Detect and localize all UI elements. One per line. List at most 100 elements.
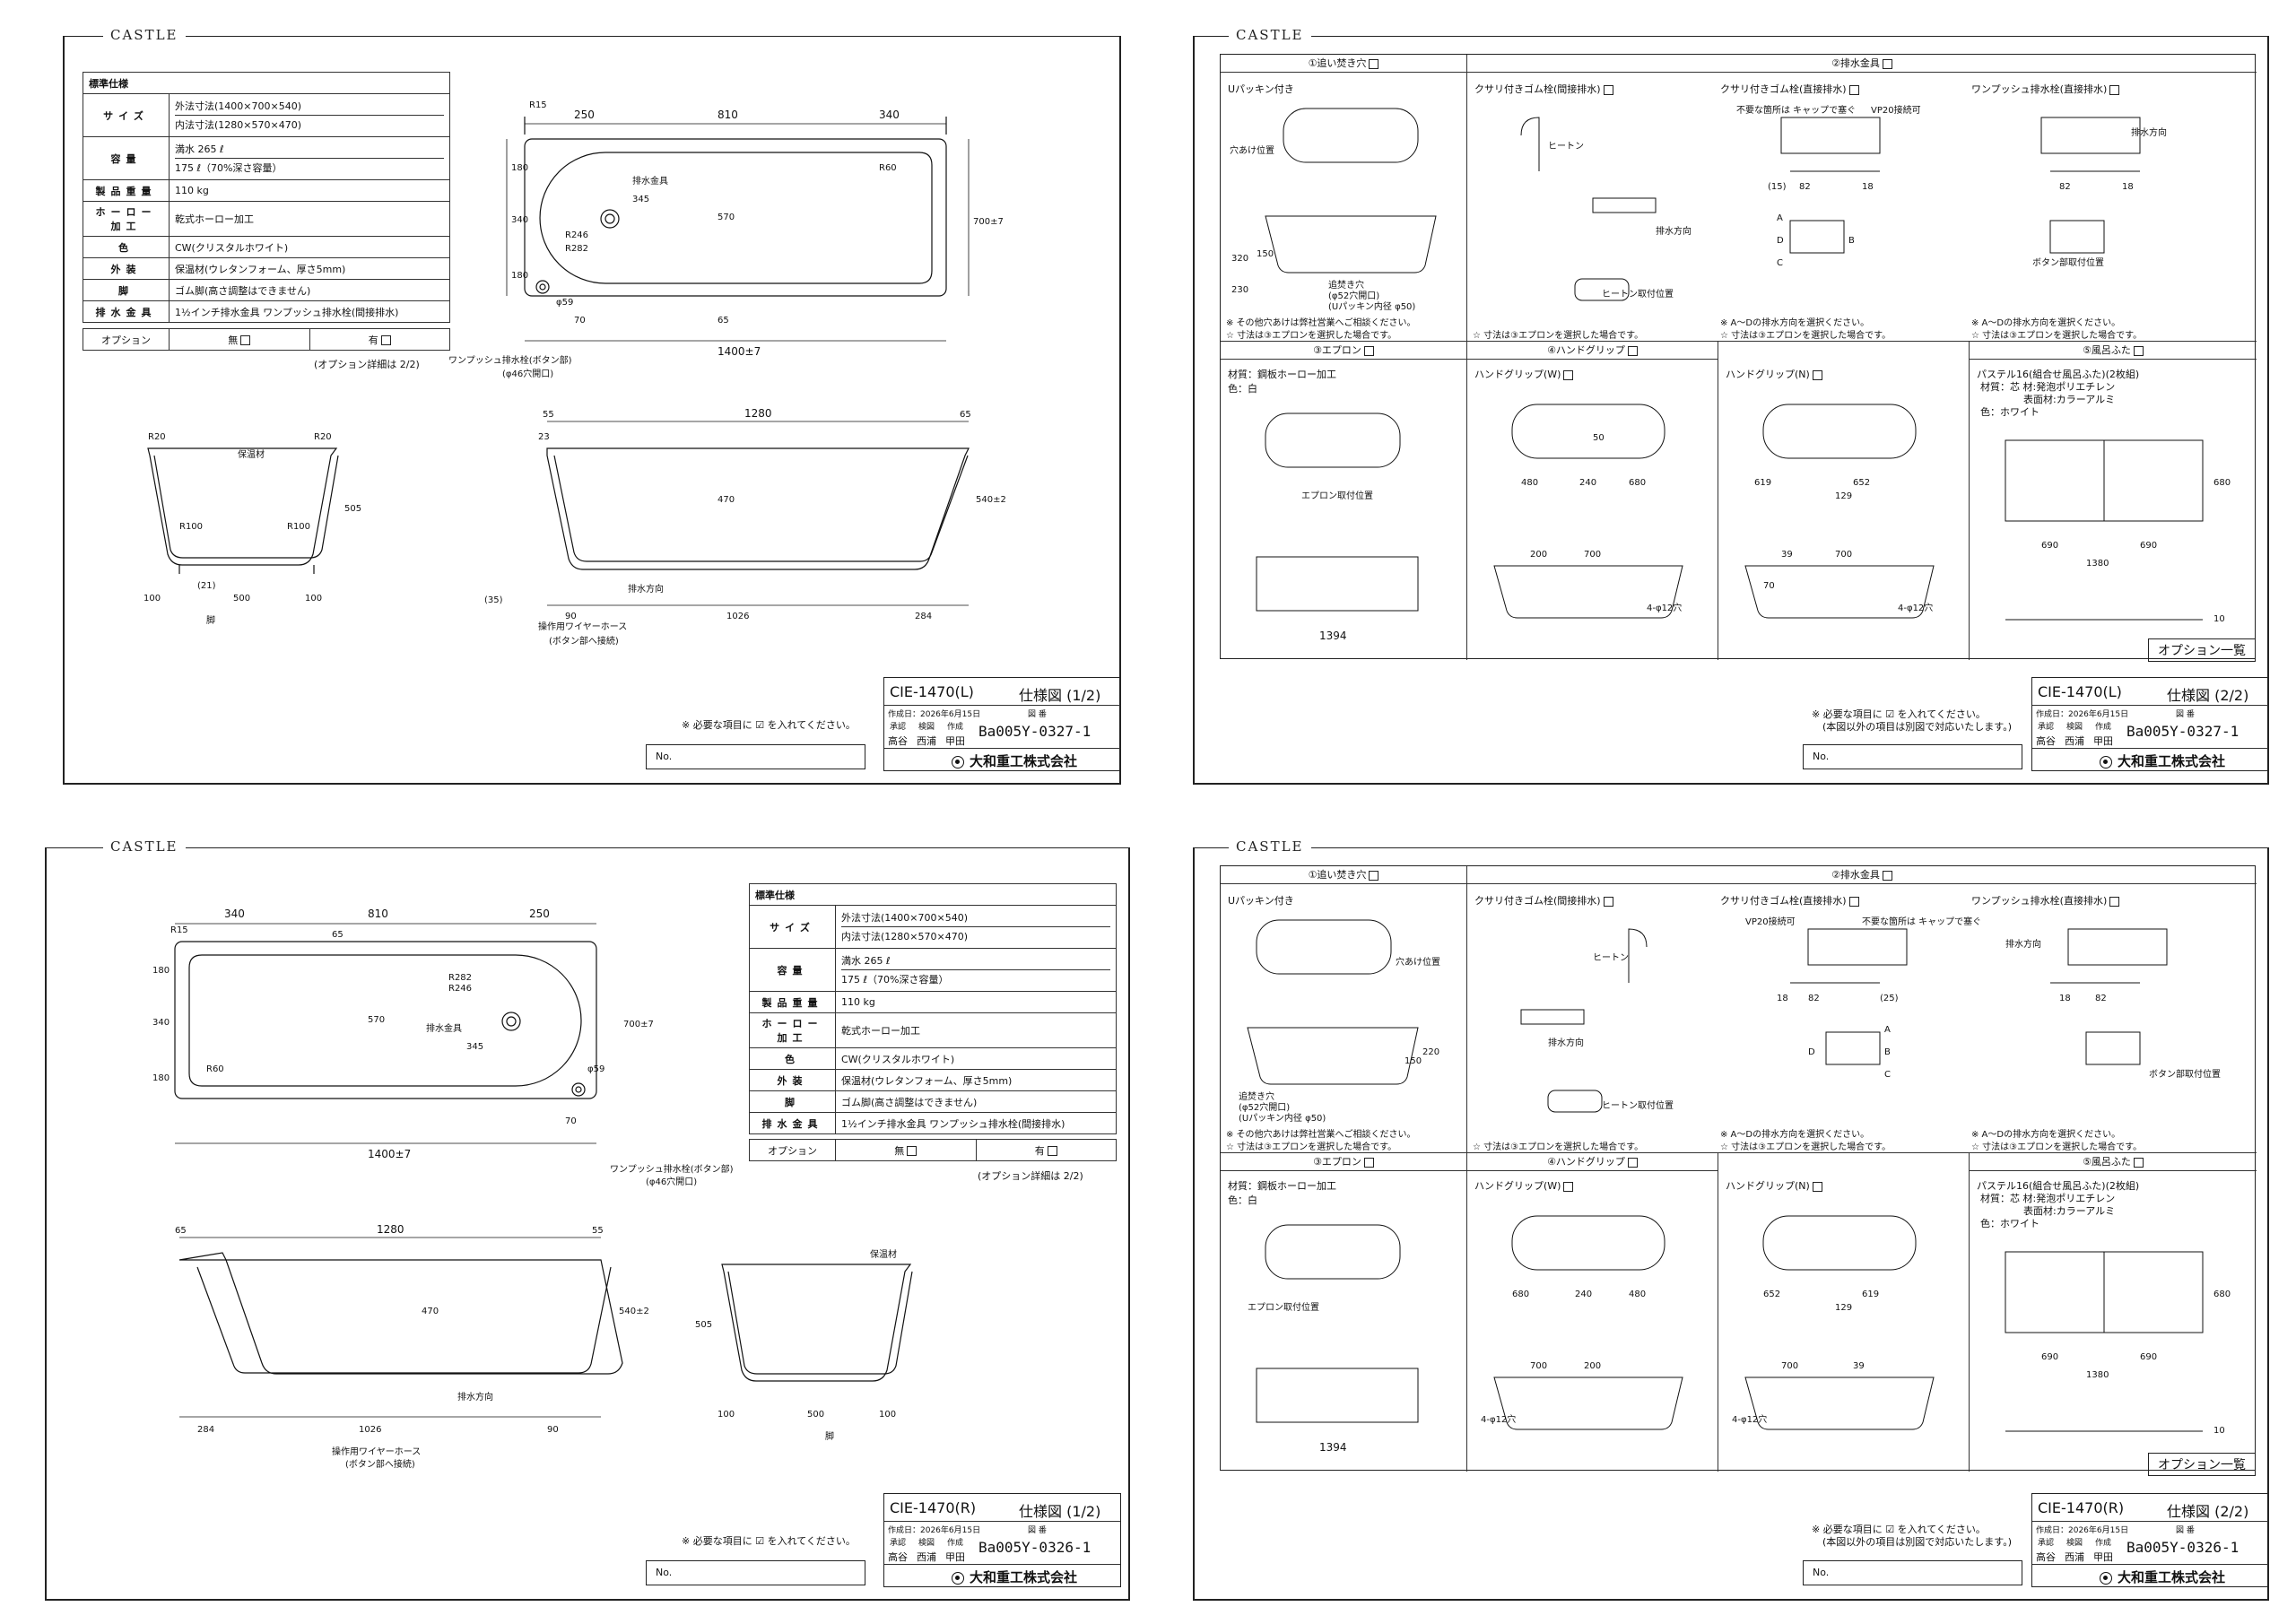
- option-3-checkbox[interactable]: [1363, 1157, 1374, 1168]
- chain-direct-checkbox[interactable]: [1848, 84, 1859, 95]
- radius-label: R246: [448, 984, 472, 994]
- inner-dim: 345: [632, 195, 649, 204]
- option-sub: ワンプッシュ排水栓(直接排水): [1971, 82, 2120, 96]
- approval-label: 作成: [947, 723, 964, 732]
- grip-dim: 700: [1530, 1361, 1547, 1371]
- material: 材質：鋼板ホーロー加工: [1228, 369, 1336, 380]
- side-dim: 100: [144, 594, 161, 604]
- number-label: No.: [656, 1567, 673, 1578]
- check-note-2: (本図以外の項目は別図で対応いたします。): [1822, 1536, 2012, 1548]
- plan-view-drawing: 340 810 250 180 340 180 R15 R60 R246 R28…: [152, 908, 654, 1160]
- option-apron-cell: ③エプロン 材質：鋼板ホーロー加工 色：白 エプロン取付位置 1394: [1221, 1153, 1467, 1472]
- company-name: 大和重工株式会社: [2100, 1568, 2225, 1586]
- brand-logo: CASTLE: [1229, 838, 1311, 855]
- spec-value: 満水 265 ℓ: [175, 143, 224, 155]
- spec-table: 標準仕様 サイズ外法寸法(1400×700×540)内法寸法(1280×570×…: [83, 72, 450, 323]
- option-none-checkbox[interactable]: [907, 1146, 918, 1156]
- grip-w-checkbox[interactable]: [1563, 1181, 1574, 1192]
- option-select-table: オプション 無 有: [83, 328, 450, 351]
- title-block: CIE-1470(L) 仕様図 (2/2) 作成日：2026年6月15日 図 番…: [2031, 677, 2269, 771]
- push-direct-checkbox[interactable]: [2109, 84, 2120, 95]
- approval-label: 検図: [918, 723, 935, 732]
- option-sub: クサリ付きゴム栓(直接排水): [1720, 893, 1859, 908]
- pushdrain-label: ワンプッシュ排水栓(ボタン部): [610, 1165, 734, 1175]
- grip-n-checkbox[interactable]: [1812, 1181, 1822, 1192]
- grip-dim: 480: [1629, 1290, 1646, 1299]
- chain-plug-checkbox[interactable]: [1603, 896, 1613, 907]
- spec-label: 外装: [83, 257, 170, 280]
- hole-dim: 320: [1231, 254, 1248, 264]
- plan-height: 700±7: [973, 217, 1004, 227]
- approval-label: 検図: [2066, 1539, 2083, 1548]
- tb-divider: [2032, 1521, 2268, 1522]
- option-1-checkbox[interactable]: [1369, 58, 1379, 69]
- abcd-label: D: [1808, 1047, 1815, 1057]
- options-grid: ①追い焚き穴 Uパッキン付き 穴あけ位置 320 230 150 追焚き穴 (φ…: [1220, 54, 2257, 660]
- option-3-checkbox[interactable]: [1363, 345, 1374, 356]
- drawing-title: 仕様図 (2/2): [2167, 687, 2249, 704]
- brand-rule: [1193, 847, 2269, 848]
- spec-value: 外法寸法(1400×700×540): [175, 100, 302, 112]
- grip-dim: 652: [1763, 1290, 1780, 1299]
- note: ☆ 寸法は③エプロンを選択した場合です。: [1473, 331, 1644, 341]
- section-radius: R20: [314, 432, 332, 442]
- option-5-checkbox[interactable]: [2133, 1157, 2144, 1168]
- lid-dim: 1380: [2086, 559, 2109, 569]
- grip-dim: 700: [1835, 550, 1852, 560]
- spec-label: 色: [83, 236, 170, 258]
- option-5-checkbox[interactable]: [2133, 345, 2144, 356]
- approval-label: 承認: [2038, 1539, 2055, 1548]
- outer-height: 540±2: [976, 495, 1006, 505]
- hole-note: 追焚き穴: [1239, 1090, 1274, 1102]
- spec-value: 1½インチ排水金具 ワンプッシュ排水栓(間接排水): [835, 1112, 1117, 1134]
- number-box: No.: [646, 1560, 865, 1585]
- plan-view-drawing: 250 810 340 180 340 180 R15 R60 R246 R28…: [448, 100, 1004, 379]
- option-4-checkbox[interactable]: [1627, 1157, 1638, 1168]
- option-1-checkbox[interactable]: [1369, 870, 1379, 881]
- note: ☆ 寸法は③エプロンを選択した場合です。: [1473, 1142, 1644, 1152]
- dim-left-2: 340: [152, 1018, 170, 1028]
- long-section-drawing: 55 1280 65 23 470 540±2 90 1026 284 排水方向…: [484, 407, 1006, 632]
- option-sub: ハンドグリップ(W): [1474, 1178, 1574, 1193]
- vp-note: VP20接続可: [1745, 916, 1796, 927]
- company-text: 大和重工株式会社: [2118, 1569, 2226, 1585]
- option-select-table: オプション 無 有: [749, 1139, 1117, 1161]
- chain-plug-checkbox[interactable]: [1603, 84, 1613, 95]
- heaton-pos: ヒートン取付位置: [1602, 288, 1674, 300]
- grip-n-checkbox[interactable]: [1812, 369, 1822, 380]
- chain-direct-checkbox[interactable]: [1848, 896, 1859, 907]
- option-yes-checkbox[interactable]: [380, 335, 391, 345]
- check-note: ※ 必要な項目に ☑ を入れてください。: [682, 1535, 856, 1547]
- abcd-label: D: [1777, 236, 1784, 246]
- option-none-checkbox[interactable]: [240, 335, 251, 345]
- option-detail-note: (オプション詳細は 2/2): [978, 1170, 1083, 1182]
- option-2-checkbox[interactable]: [1882, 870, 1892, 881]
- option-sub: ハンドグリップ(W): [1474, 367, 1574, 381]
- leg-label: 脚: [206, 614, 215, 626]
- check-note: ※ 必要な項目に ☑ を入れてください。: [1812, 708, 1986, 720]
- top-rim: 23: [538, 432, 550, 442]
- option-2-checkbox[interactable]: [1882, 58, 1892, 69]
- insulation-label: 保温材: [870, 1248, 897, 1260]
- lid-dim: 1380: [2086, 1370, 2109, 1380]
- pushdrain-hole: (φ46穴開口): [502, 368, 553, 379]
- option-yes-checkbox[interactable]: [1047, 1146, 1057, 1156]
- stamp: 甲田: [945, 1551, 965, 1563]
- option-4-checkbox[interactable]: [1627, 345, 1638, 356]
- dim-left-3: 180: [511, 271, 528, 281]
- spec-label: サイズ: [749, 905, 836, 949]
- section-radius: R100: [179, 522, 203, 532]
- sheet-frame: [45, 847, 1130, 1601]
- long-dim-top: 65: [175, 1226, 187, 1236]
- plan-length: 1400±7: [718, 345, 761, 358]
- grip-w-checkbox[interactable]: [1563, 369, 1574, 380]
- number-box: No.: [1803, 1560, 2022, 1585]
- model-name: CIE-1470(L): [2038, 683, 2122, 700]
- option-header-text: ⑤風呂ふた: [2083, 344, 2131, 356]
- radius-label: R246: [565, 230, 588, 240]
- grip-dim: 129: [1835, 1303, 1852, 1313]
- tb-divider: [884, 705, 1120, 706]
- push-direct-checkbox[interactable]: [2109, 896, 2120, 907]
- option-header-text: ②排水金具: [1831, 869, 1880, 881]
- color: 色：白: [1228, 1194, 1257, 1206]
